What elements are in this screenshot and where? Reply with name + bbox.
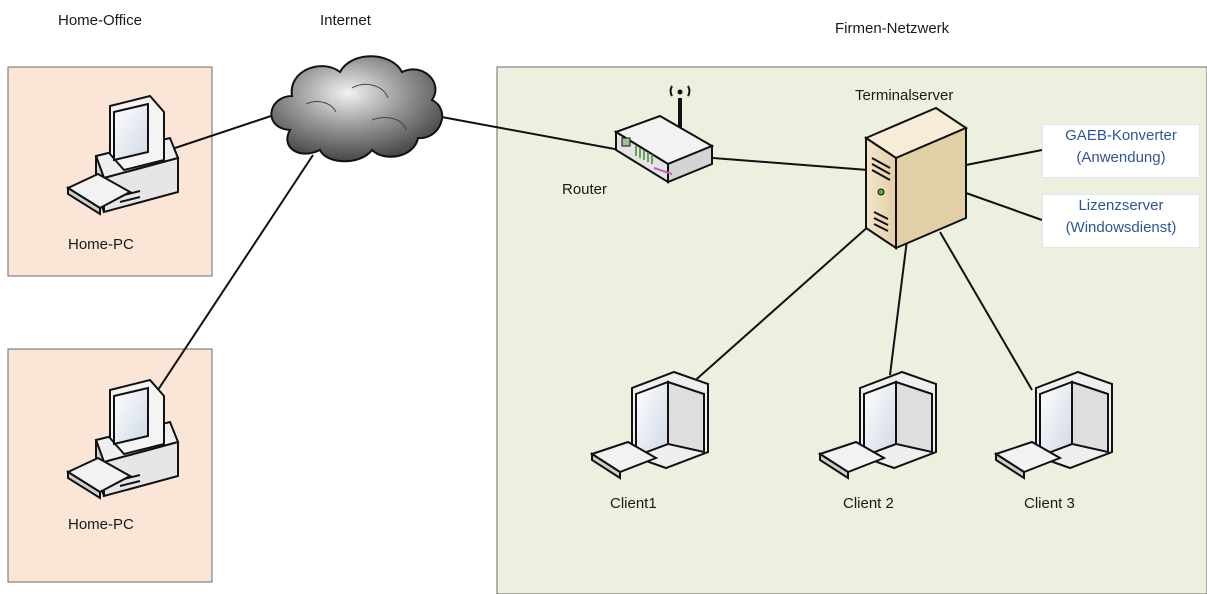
license-server-name: Lizenzserver (1078, 197, 1164, 214)
link-terminalserver-license (965, 192, 1043, 221)
terminal-server-label: Terminalserver (855, 87, 954, 104)
client1-label: Client1 (610, 495, 657, 512)
home-pc-1-icon (65, 94, 180, 216)
client2-label: Client 2 (843, 495, 894, 512)
gaeb-converter-name: GAEB-Konverter (1065, 127, 1177, 144)
client2-icon (817, 370, 937, 480)
link-terminalserver-client1 (689, 224, 871, 386)
link-router-terminalserver (699, 156, 869, 171)
link-terminalserver-client3 (939, 231, 1033, 391)
client3-label: Client 3 (1024, 495, 1075, 512)
link-homepc1-internet (162, 111, 284, 153)
terminal-server-icon (863, 106, 969, 250)
client3-icon (993, 370, 1113, 480)
home-pc-2-label: Home-PC (68, 516, 134, 533)
home-pc-2-icon (65, 378, 180, 500)
link-terminalserver-client2 (889, 239, 908, 376)
home-office-title: Home-Office (58, 12, 142, 29)
connectors (149, 111, 1043, 403)
router-icon (613, 85, 715, 184)
company-network-title: Firmen-Netzwerk (835, 20, 950, 37)
link-homepc2-internet (149, 154, 314, 403)
internet-title: Internet (320, 12, 371, 29)
link-internet-router (419, 112, 621, 151)
license-server-box: Lizenzserver (Windowsdienst) (1042, 194, 1200, 248)
client1-icon (589, 370, 709, 480)
internet-cloud-icon (270, 55, 444, 163)
home-pc-1-label: Home-PC (68, 236, 134, 253)
license-server-type: (Windowsdienst) (1065, 219, 1177, 236)
gaeb-converter-type: (Anwendung) (1076, 149, 1166, 166)
gaeb-converter-box: GAEB-Konverter (Anwendung) (1042, 124, 1200, 178)
router-label: Router (562, 181, 608, 198)
link-terminalserver-gaeb (965, 149, 1043, 166)
